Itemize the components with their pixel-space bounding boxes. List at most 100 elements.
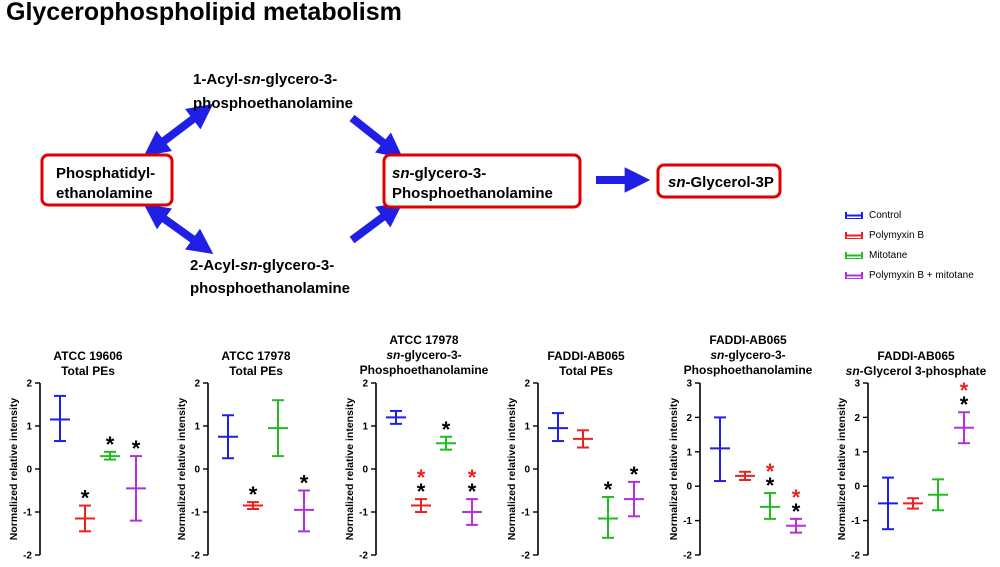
chart-0-y-tick-label-0: -2 xyxy=(23,551,32,562)
chart-3-y-tick-label-4: 2 xyxy=(524,379,530,390)
legend-label-polymyxin-b-mitotane: Polymyxin B + mitotane xyxy=(869,270,974,281)
node-box-pe xyxy=(40,153,174,207)
chart-3-y-tick-label-1: -1 xyxy=(521,508,530,519)
chart-4-y-tick-label-1: -1 xyxy=(683,516,692,527)
chart-4-title-italic-1: sn xyxy=(710,348,724,362)
node-gpe-line1: sn-glycero-3- xyxy=(392,165,486,182)
page-title: Glycerophospholipid metabolism xyxy=(6,0,402,26)
chart-2-title-line-2: Phosphoethanolamine xyxy=(360,363,489,377)
chart-0-group-1-star-0: * xyxy=(81,486,90,511)
chart-4-y-tick-label-0: -2 xyxy=(683,551,692,562)
legend-swatch-control xyxy=(845,212,863,219)
chart-2-title-italic-1: sn xyxy=(386,348,400,362)
chart-2-group-1-star-1: * xyxy=(417,479,426,504)
chart-1-y-tick-label-3: 1 xyxy=(194,422,200,433)
chart-1-title-line-0: ATCC 17978 xyxy=(221,349,290,363)
chart-2-svg: ATCC 17978sn-glycero-3-Phosphoethanolami… xyxy=(344,333,489,562)
chart-5-y-tick-label-3: 1 xyxy=(854,447,860,458)
chart-5-group-3-star-1: * xyxy=(960,392,969,417)
chart-4-y-tick-label-2: 0 xyxy=(686,482,692,493)
arrow-acyl1-to-gpe xyxy=(349,114,404,159)
chart-4-y-tick-label-5: 3 xyxy=(686,379,692,390)
node-box-gpe xyxy=(382,153,582,209)
chart-2-title-rest-1: -glycero-3- xyxy=(400,348,461,362)
chart-2-group-3-star-0: * xyxy=(468,465,477,490)
chart-1-y-tick-label-0: -2 xyxy=(191,551,200,562)
chart-0-y-tick-label-4: 2 xyxy=(26,379,32,390)
chart-2-y-tick-label-3: 1 xyxy=(362,422,368,433)
legend-label-polymyxin-b: Polymyxin B xyxy=(869,230,925,241)
chart-5-y-tick-label-5: 3 xyxy=(854,379,860,390)
chart-4-y-tick-label-4: 2 xyxy=(686,413,692,424)
chart-4-title-line-0: FADDI-AB065 xyxy=(709,333,787,347)
chart-5-y-tick-label-0: -2 xyxy=(851,551,860,562)
chart-1-group-3-star-0: * xyxy=(300,471,309,496)
node-acyl2-line2: phosphoethanolamine xyxy=(190,280,350,297)
node-gpe-line2: Phosphoethanolamine xyxy=(392,185,553,202)
chart-2-group-3-star-1: * xyxy=(468,479,477,504)
arrow-acyl2-to-gpe xyxy=(349,201,404,244)
arrow-pe-to-acyl1 xyxy=(143,103,214,157)
chart-2-y-label: Normalized relative intensity xyxy=(344,398,356,541)
chart-2-y-tick-label-2: 0 xyxy=(362,465,368,476)
chart-2-group-1-star-0: * xyxy=(417,465,426,490)
chart-4-y-tick-label-3: 1 xyxy=(686,447,692,458)
chart-5-y-tick-label-1: -1 xyxy=(851,516,860,527)
arrow-pe-to-acyl2 xyxy=(143,204,214,254)
legend-swatch-mitotane xyxy=(845,252,863,259)
chart-0-title-line-1: Total PEs xyxy=(61,364,115,378)
chart-5-y-label: Normalized relative intensity xyxy=(836,398,848,541)
chart-1-y-tick-label-2: 0 xyxy=(194,465,200,476)
chart-4-title-line-2: Phosphoethanolamine xyxy=(684,363,813,377)
chart-5-title-italic-1: sn xyxy=(846,364,860,378)
chart-2-title-line-0: ATCC 17978 xyxy=(389,333,458,347)
node-acyl1-line1: 1-Acyl-sn-glycero-3- xyxy=(193,71,337,88)
chart-3-group-3-star-0: * xyxy=(630,462,639,487)
chart-4-y-label: Normalized relative intensity xyxy=(668,398,680,541)
chart-3-title-line-1: Total PEs xyxy=(559,364,613,378)
chart-0-y-label: Normalized relative intensity xyxy=(8,398,20,541)
node-g3p-label: sn-Glycerol-3P xyxy=(668,174,774,191)
chart-0-y-tick-label-1: -1 xyxy=(23,508,32,519)
chart-5-y-tick-label-4: 2 xyxy=(854,413,860,424)
node-acyl1-line2: phosphoethanolamine xyxy=(193,95,353,112)
chart-4-group-3-star-0: * xyxy=(792,485,801,510)
chart-4-svg: FADDI-AB065sn-glycero-3-Phosphoethanolam… xyxy=(668,333,813,562)
legend-swatch-polymyxin-b xyxy=(845,232,863,239)
node-acyl2-line1: 2-Acyl-sn-glycero-3- xyxy=(190,257,334,274)
chart-3-y-tick-label-2: 0 xyxy=(524,465,530,476)
chart-2-title-line-1: sn-glycero-3- xyxy=(386,348,461,362)
chart-5-y-tick-label-2: 0 xyxy=(854,482,860,493)
chart-1-group-1-star-0: * xyxy=(249,482,258,507)
chart-2-y-tick-label-4: 2 xyxy=(362,379,368,390)
chart-0-group-3-star-0: * xyxy=(132,436,141,461)
chart-3-group-2-star-0: * xyxy=(604,477,613,502)
chart-4-group-3-star-1: * xyxy=(792,499,801,524)
chart-5-title-rest-1: -Glycerol 3-phosphate xyxy=(860,364,987,378)
chart-4-title-rest-1: -glycero-3- xyxy=(724,348,785,362)
chart-3-y-tick-label-3: 1 xyxy=(524,422,530,433)
chart-3-title-line-0: FADDI-AB065 xyxy=(547,349,625,363)
chart-5-group-3-star-0: * xyxy=(960,378,969,403)
chart-0-y-tick-label-2: 0 xyxy=(26,465,32,476)
chart-1-y-tick-label-4: 2 xyxy=(194,379,200,390)
legend-swatch-polymyxin-b-mitotane xyxy=(845,272,863,279)
chart-5-title-line-1: sn-Glycerol 3-phosphate xyxy=(846,364,987,378)
chart-1-y-label: Normalized relative intensity xyxy=(176,398,188,541)
legend-label-control: Control xyxy=(869,210,902,221)
chart-2-y-tick-label-0: -2 xyxy=(359,551,368,562)
chart-1-y-tick-label-1: -1 xyxy=(191,508,200,519)
chart-0-y-tick-label-3: 1 xyxy=(26,422,32,433)
chart-0-title-line-0: ATCC 19606 xyxy=(53,349,122,363)
